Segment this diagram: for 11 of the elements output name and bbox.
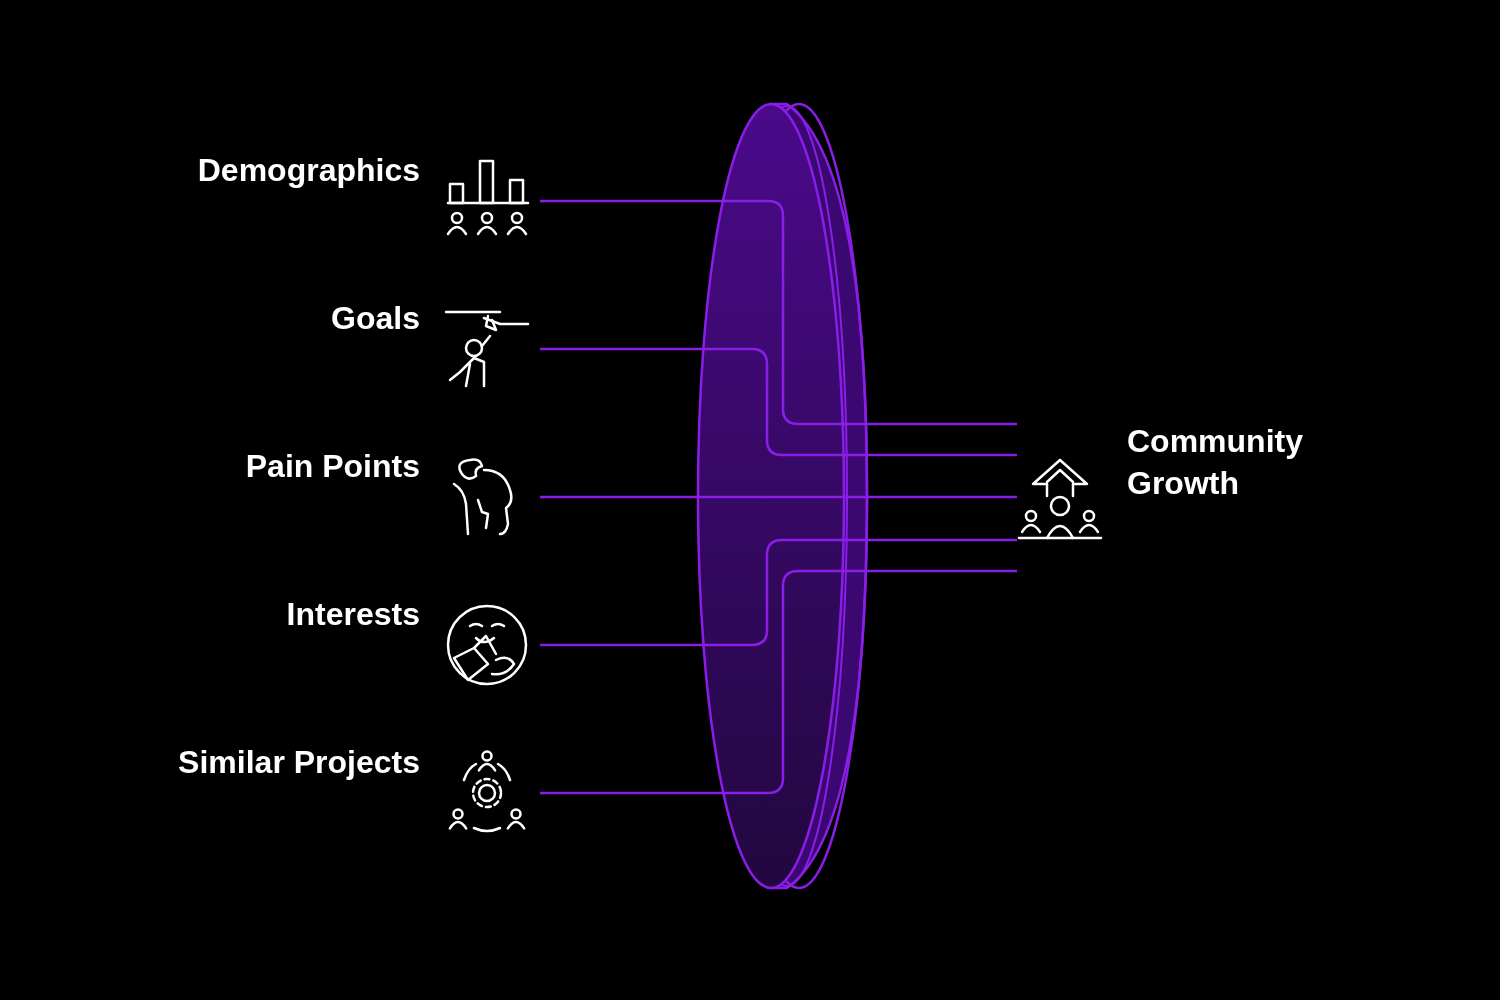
connector-line — [540, 538, 1017, 647]
item-label: Demographics — [197, 151, 420, 189]
result-label: Community Growth — [1127, 422, 1304, 503]
item-label: Pain Points — [245, 447, 420, 485]
connector-line — [540, 495, 1017, 499]
item-label: Similar Projects — [178, 743, 420, 781]
connector-line — [540, 199, 1017, 426]
connector-line — [540, 347, 1017, 457]
item-label: Goals — [331, 299, 420, 337]
item-label: Interests — [286, 595, 420, 633]
connector-line — [540, 569, 1017, 795]
